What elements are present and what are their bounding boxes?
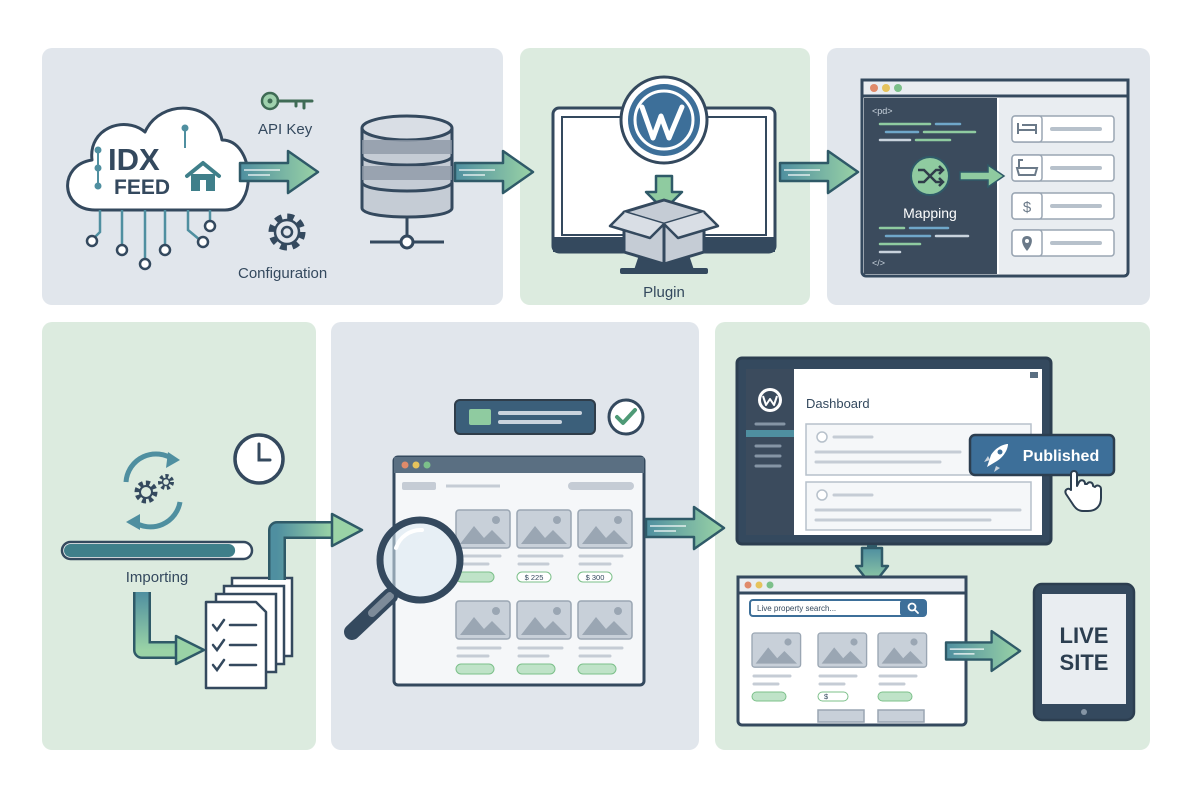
site-listing-tag-1 [751, 691, 787, 702]
listing-tag-4 [577, 663, 617, 675]
plugin-box-icon [608, 198, 720, 266]
idx-feed-title-line1: IDX [108, 142, 160, 177]
live-search-placeholder: Live property search... [757, 604, 836, 613]
gear-icon [268, 213, 306, 251]
published-label: Published [1023, 448, 1099, 465]
listing-image-2 [516, 509, 572, 549]
site-listing-captions [752, 674, 918, 686]
site-listing-tag-3 [877, 691, 913, 702]
field-row-bath [1011, 154, 1115, 182]
site-price-label: $ [824, 692, 829, 701]
tablet-device [1032, 582, 1136, 722]
field-row-bed [1011, 115, 1115, 143]
site-listing-image-1 [751, 632, 802, 668]
house-icon [185, 161, 221, 191]
live-site-line1: LIVE [1060, 623, 1109, 648]
listing-tag-2 [455, 663, 495, 675]
dashboard-title: Dashboard [806, 396, 870, 411]
code-open-tag: <pd> [872, 106, 893, 116]
listing-image-4 [455, 600, 511, 640]
live-search-input[interactable]: Live property search... [749, 599, 927, 617]
dashboard-card-2 [805, 481, 1032, 531]
shuffle-icon [910, 156, 950, 196]
field-row-location [1011, 229, 1115, 257]
folder-status-pill [454, 399, 596, 435]
live-site-line2: SITE [1060, 650, 1109, 675]
magnifier-icon [344, 516, 464, 640]
listing-image-6 [577, 600, 633, 640]
idx-feed-title-line2: FEED [114, 176, 170, 199]
listing-price-2: $ 300 [586, 573, 605, 582]
listing-captions-row1 [456, 554, 624, 566]
dollar-icon: $ [1023, 199, 1032, 216]
listing-price-1: $ 225 [525, 573, 544, 582]
code-close-tag: </> [872, 258, 885, 268]
listing-captions-row2 [456, 646, 624, 658]
dashboard-sidebar-active [746, 430, 794, 437]
published-badge[interactable]: Published [968, 433, 1116, 477]
site-price-tag [817, 691, 849, 702]
field-row-price: $ [1011, 192, 1115, 220]
dashboard-wp-logo-icon [758, 388, 782, 412]
code-lines [878, 122, 977, 254]
rocket-icon [984, 444, 1008, 472]
import-flow-arrows [133, 512, 364, 666]
clock-icon [233, 433, 285, 485]
site-listing-row2 [817, 709, 925, 723]
listing-tag-1 [455, 571, 495, 583]
plugin-label: Plugin [643, 284, 685, 301]
key-icon [260, 91, 314, 111]
mapping-arrow-icon [959, 163, 1006, 189]
install-arrow-icon [644, 174, 684, 212]
sync-gears-icon [123, 451, 183, 530]
cursor-hand-icon [1064, 470, 1102, 512]
listing-image-5 [516, 600, 572, 640]
dashboard-sidebar-items [754, 422, 786, 468]
search-icon [907, 602, 917, 612]
configuration-label: Configuration [238, 265, 327, 282]
mapping-label: Mapping [903, 205, 957, 221]
check-circle-icon [607, 398, 645, 436]
wordpress-logo-icon [619, 75, 709, 165]
listing-price-tag-2 [577, 571, 613, 583]
api-key-label: API Key [258, 121, 313, 138]
importing-label: Importing [126, 569, 189, 586]
site-listing-image-3 [877, 632, 928, 668]
listing-image-3 [577, 509, 633, 549]
import-progress-bar [60, 540, 254, 561]
listing-tag-3 [516, 663, 556, 675]
document-stack-icon [204, 576, 294, 690]
database-icon [360, 114, 454, 250]
listing-image-1 [455, 509, 511, 549]
site-listing-image-2 [817, 632, 868, 668]
listing-price-tag-1 [516, 571, 552, 583]
